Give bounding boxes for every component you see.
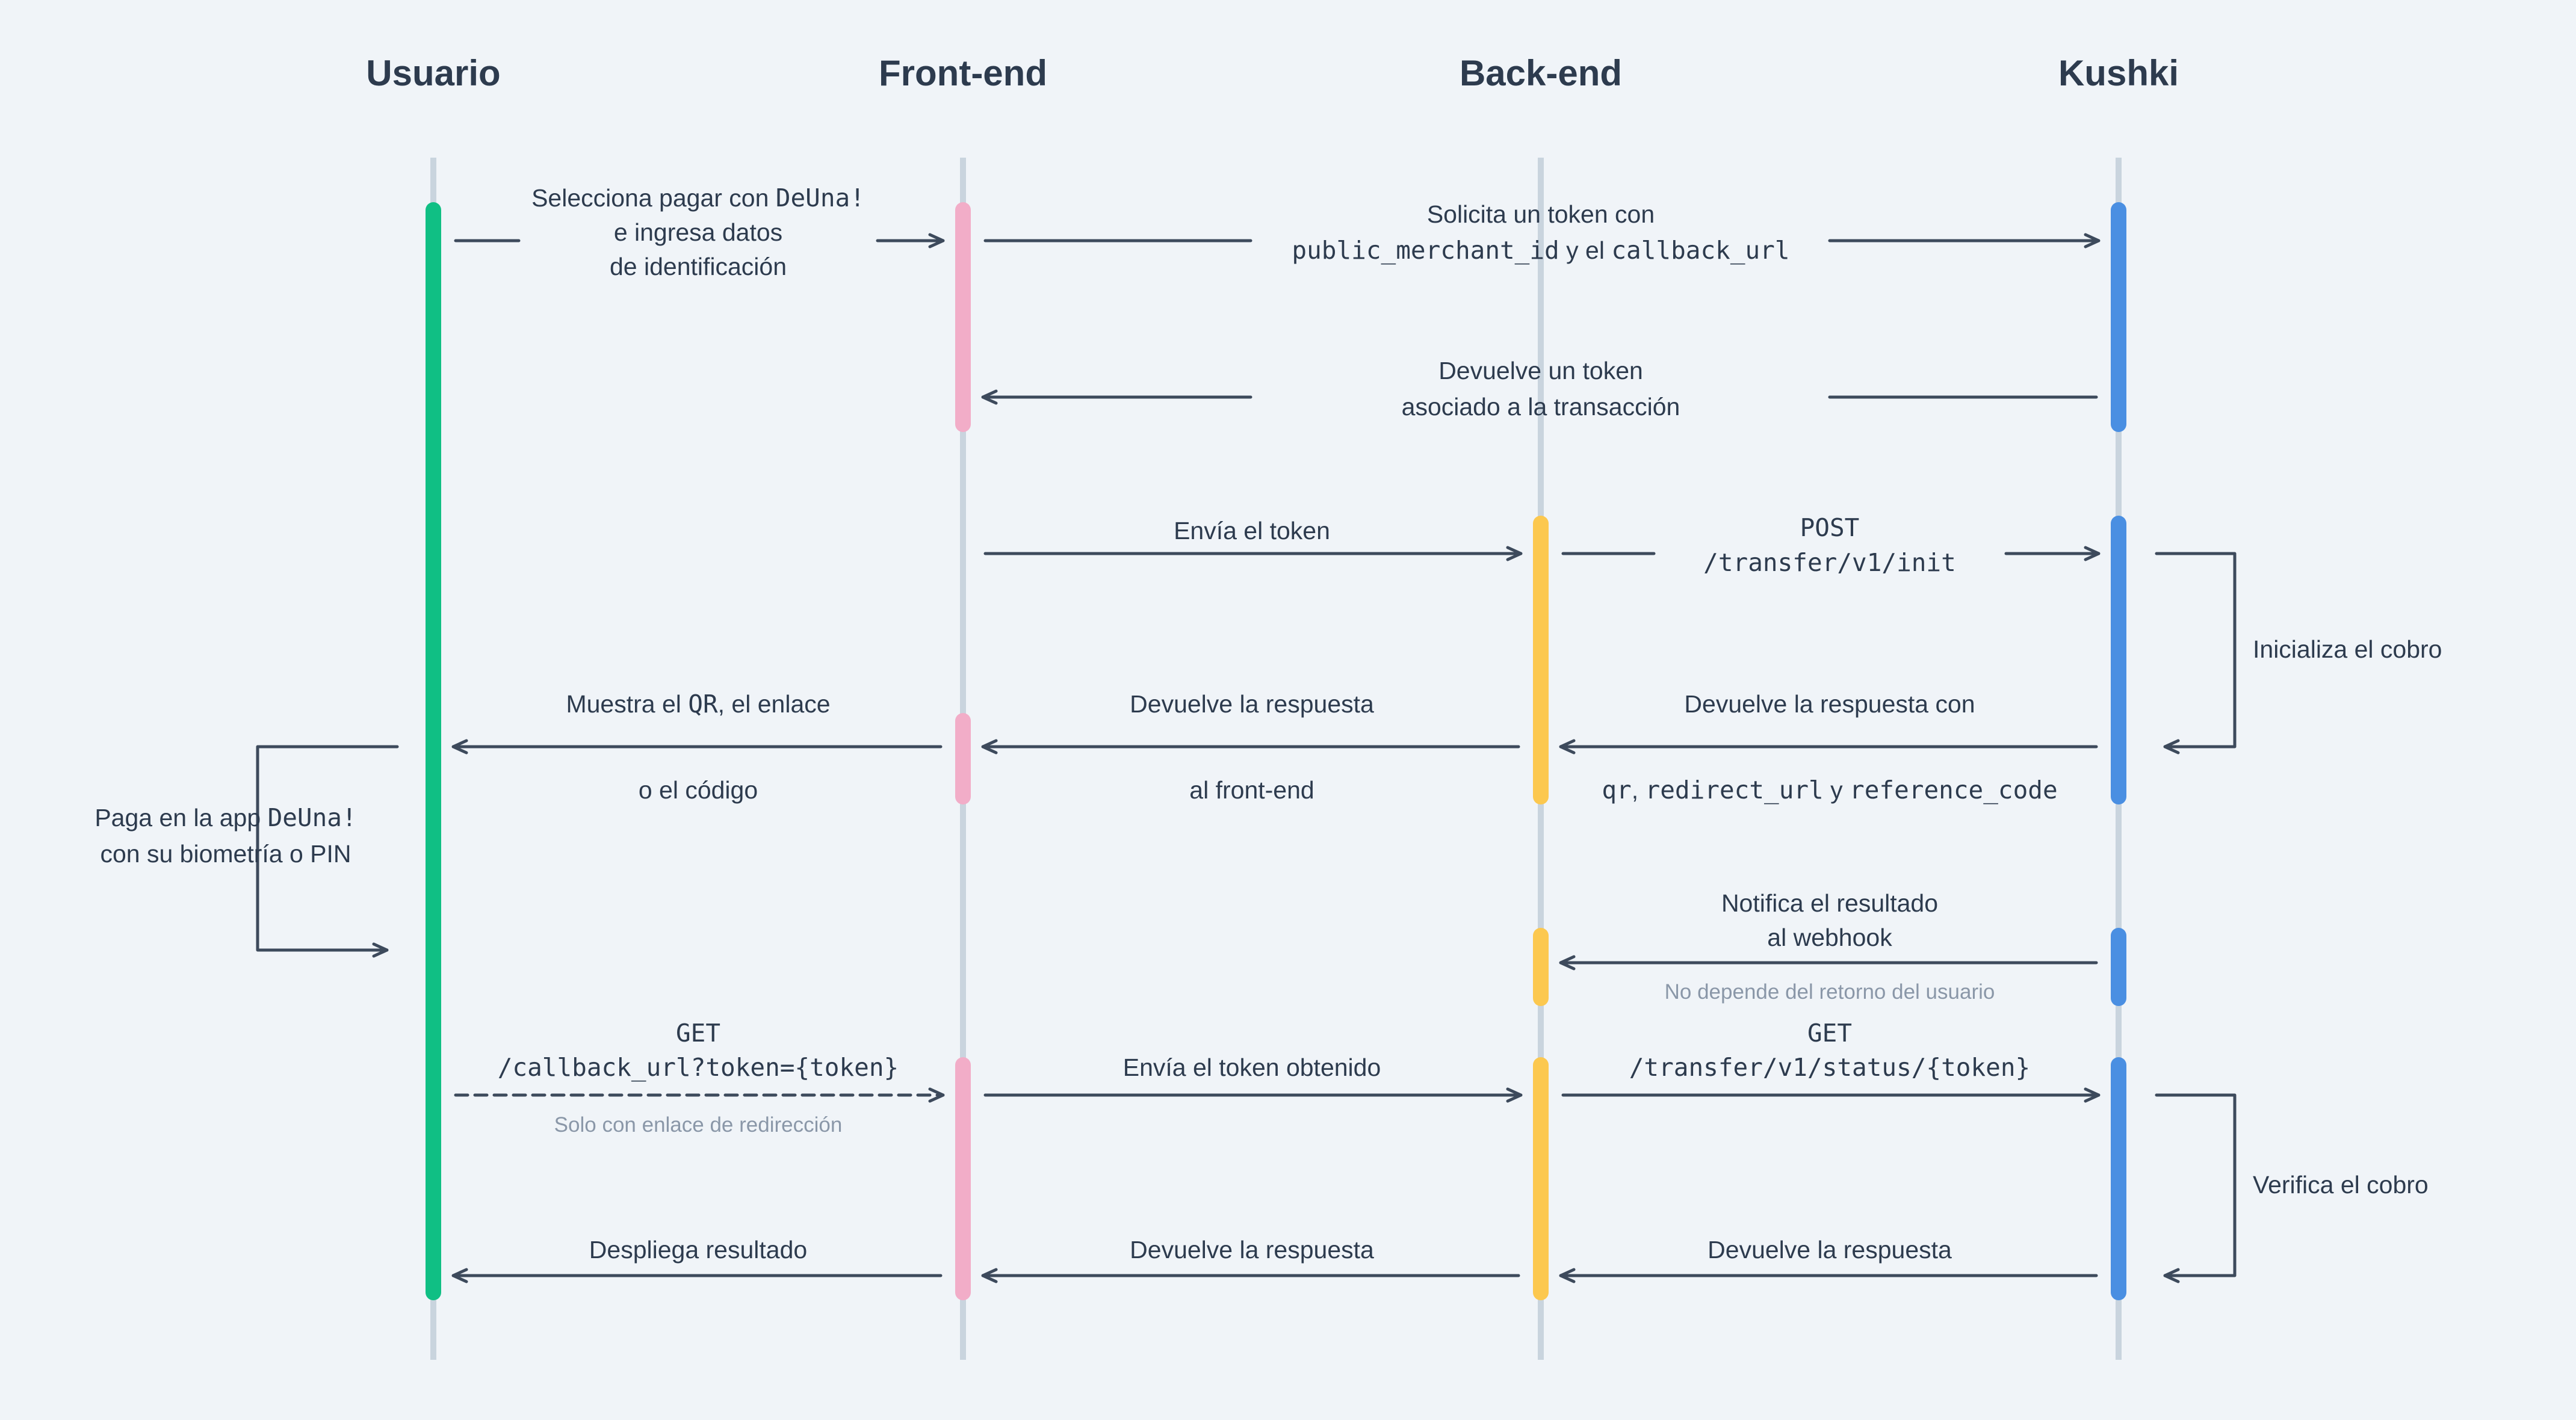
message-response-fields: qr, redirect_url y reference_code: [1602, 776, 2057, 804]
label-segment: Inicializa el cobro: [2253, 635, 2442, 663]
label-segment: y el: [1559, 236, 1612, 264]
label-segment: de identificación: [610, 253, 787, 280]
message-labels: Selecciona pagar con DeUna! e ingresa dat…: [94, 184, 2442, 1264]
label-segment: Notifica el resultado: [1721, 889, 1938, 917]
message-notify-webhook: Notifica el resultado al webhook: [1721, 889, 1938, 951]
arrow-m10-self: [256, 745, 399, 950]
message-select-deuna: Selecciona pagar con DeUna! e ingresa dat…: [531, 184, 865, 280]
participant-kushki: Kushki: [2058, 53, 2179, 93]
message-response-to-frontend-b: al front-end: [1189, 776, 1314, 804]
label-segment: Envía el token obtenido: [1123, 1054, 1381, 1081]
label-segment: , el enlace: [718, 690, 831, 718]
label-segment: ,: [1632, 776, 1646, 804]
label-segment: GET: [676, 1019, 720, 1048]
label-segment: Devuelve un token: [1438, 357, 1643, 384]
activation-kushki-2: [2111, 516, 2126, 804]
label-segment: DeUna!: [776, 184, 865, 212]
label-segment: al webhook: [1767, 924, 1892, 951]
note-independent-of-return: No depende del retorno del usuario: [1665, 980, 1995, 1004]
label-segment: Despliega resultado: [589, 1236, 807, 1264]
message-send-obtained-token: Envía el token obtenido: [1123, 1054, 1381, 1081]
label-segment: asociado a la transacción: [1402, 393, 1680, 421]
message-send-token: Envía el token: [1174, 517, 1330, 545]
label-segment: /transfer/v1/status/{token}: [1629, 1053, 2030, 1082]
label-segment: No depende del retorno del usuario: [1665, 980, 1995, 1004]
label-segment: redirect_url: [1646, 776, 1824, 804]
message-return-response-frontend: Devuelve la respuesta: [1130, 1236, 1374, 1264]
label-segment: e ingresa datos: [614, 218, 782, 246]
label-segment: Devuelve la respuesta: [1130, 1236, 1374, 1264]
label-segment: Devuelve la respuesta: [1708, 1236, 1952, 1264]
message-response-with: Devuelve la respuesta con: [1684, 690, 1975, 718]
label-segment: DeUna!: [268, 803, 357, 832]
message-return-token: Devuelve un token asociado a la transacci…: [1402, 357, 1680, 421]
message-initialize-charge: Inicializa el cobro: [2253, 635, 2442, 663]
label-segment: /transfer/v1/init: [1703, 548, 1956, 577]
activation-bars: [426, 202, 2126, 1300]
activation-usuario: [426, 202, 441, 1300]
label-segment: public_merchant_id: [1292, 236, 1559, 265]
label-segment: qr: [1602, 776, 1631, 804]
label-segment: Solicita un token con: [1427, 200, 1655, 228]
label-segment: Devuelve la respuesta: [1130, 690, 1374, 718]
message-verify-charge: Verifica el cobro: [2253, 1171, 2429, 1199]
activation-frontend-2: [955, 713, 971, 804]
message-show-qr: Muestra el QR, el enlace: [566, 690, 830, 718]
label-segment: reference_code: [1850, 776, 2058, 804]
activation-kushki-1: [2111, 202, 2126, 432]
participant-frontend: Front-end: [879, 53, 1047, 93]
message-pay-in-app: Paga en la app DeUna! con su biometría o …: [94, 803, 356, 868]
activation-frontend-1: [955, 202, 971, 432]
label-segment: GET: [1807, 1019, 1852, 1048]
label-segment: con su biometría o PIN: [100, 840, 351, 868]
activation-frontend-3: [955, 1057, 971, 1300]
label-segment: Paga en la app: [94, 804, 267, 832]
arrow-m6-self: [2155, 552, 2237, 747]
label-segment: y: [1824, 776, 1850, 804]
lifelines: [430, 158, 2122, 1360]
activation-backend-3: [1533, 1057, 1549, 1300]
message-post-init: POST/transfer/v1/init: [1703, 513, 1956, 577]
label-segment: QR: [688, 690, 718, 718]
label-segment: callback_url: [1611, 236, 1789, 265]
participant-backend: Back-end: [1460, 53, 1622, 93]
note-only-redirect: Solo con enlace de redirección: [554, 1113, 843, 1137]
activation-backend-1: [1533, 516, 1549, 804]
message-get-callback: GET/callback_url?token={token}: [498, 1019, 899, 1082]
message-display-result: Despliega resultado: [589, 1236, 807, 1264]
message-arrows: [256, 241, 2237, 1276]
participant-headers: Usuario Front-end Back-end Kushki: [366, 53, 2179, 93]
label-segment: POST: [1800, 513, 1860, 542]
activation-kushki-4: [2111, 1057, 2126, 1300]
label-segment: Solo con enlace de redirección: [554, 1113, 843, 1137]
participant-usuario: Usuario: [366, 53, 500, 93]
label-segment: Envía el token: [1174, 517, 1330, 545]
activation-backend-2: [1533, 928, 1549, 1006]
label-segment: al front-end: [1189, 776, 1314, 804]
activation-kushki-3: [2111, 928, 2126, 1006]
label-segment: o el código: [639, 776, 758, 804]
message-response-to-frontend: Devuelve la respuesta: [1130, 690, 1374, 718]
message-get-status: GET/transfer/v1/status/{token}: [1629, 1019, 2030, 1082]
label-segment: /callback_url?token={token}: [498, 1053, 899, 1082]
message-show-qr-b: o el código: [639, 776, 758, 804]
label-segment: Verifica el cobro: [2253, 1171, 2429, 1199]
message-return-response-backend: Devuelve la respuesta: [1708, 1236, 1952, 1264]
label-segment: Muestra el: [566, 690, 688, 718]
label-segment: Devuelve la respuesta con: [1684, 690, 1975, 718]
label-segment: Selecciona pagar con: [531, 184, 776, 212]
arrow-m15-self: [2155, 1093, 2237, 1276]
